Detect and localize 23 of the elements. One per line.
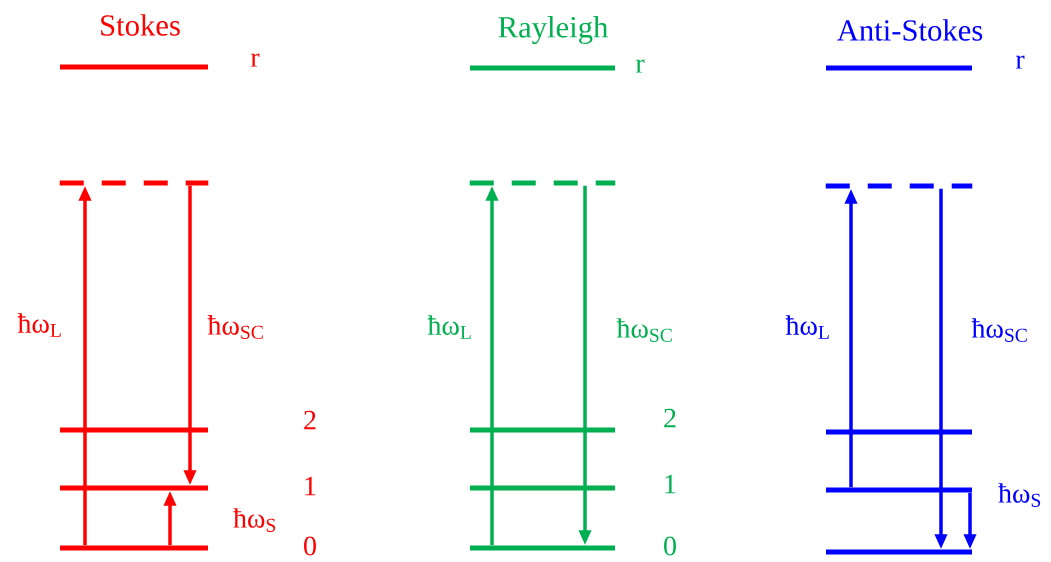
edge-label: ħω$_{SC}$ <box>971 318 1027 342</box>
level-label: 2 <box>664 408 676 428</box>
virtual-level-line <box>825 183 973 189</box>
edge-label: ħω$_{L}$ <box>785 315 829 339</box>
level-label: 1 <box>305 476 316 496</box>
level-label: r <box>1015 55 1025 69</box>
edge-label: ħω$_{S}$ <box>998 483 1041 507</box>
edge-label: ħω$_{SC}$ <box>616 318 672 342</box>
level-label: 0 <box>304 536 316 556</box>
level-label: r <box>635 59 645 73</box>
panel-title: Rayleigh <box>498 16 608 44</box>
virtual-level-line <box>469 180 616 186</box>
level-label: r <box>250 53 260 67</box>
edge-label: ħω$_{S}$ <box>233 508 276 532</box>
level-label: 1 <box>665 474 676 494</box>
edge-label: ħω$_{L}$ <box>427 315 471 339</box>
edge-label: ħω$_{L}$ <box>17 313 61 337</box>
panel-title: Anti-Stokes <box>837 19 983 41</box>
virtual-level-line <box>59 180 209 186</box>
edge-label: ħω$_{SC}$ <box>207 315 263 339</box>
level-label: 0 <box>664 536 676 556</box>
level-label: 2 <box>304 410 316 430</box>
panel-title: Stokes <box>101 14 180 36</box>
